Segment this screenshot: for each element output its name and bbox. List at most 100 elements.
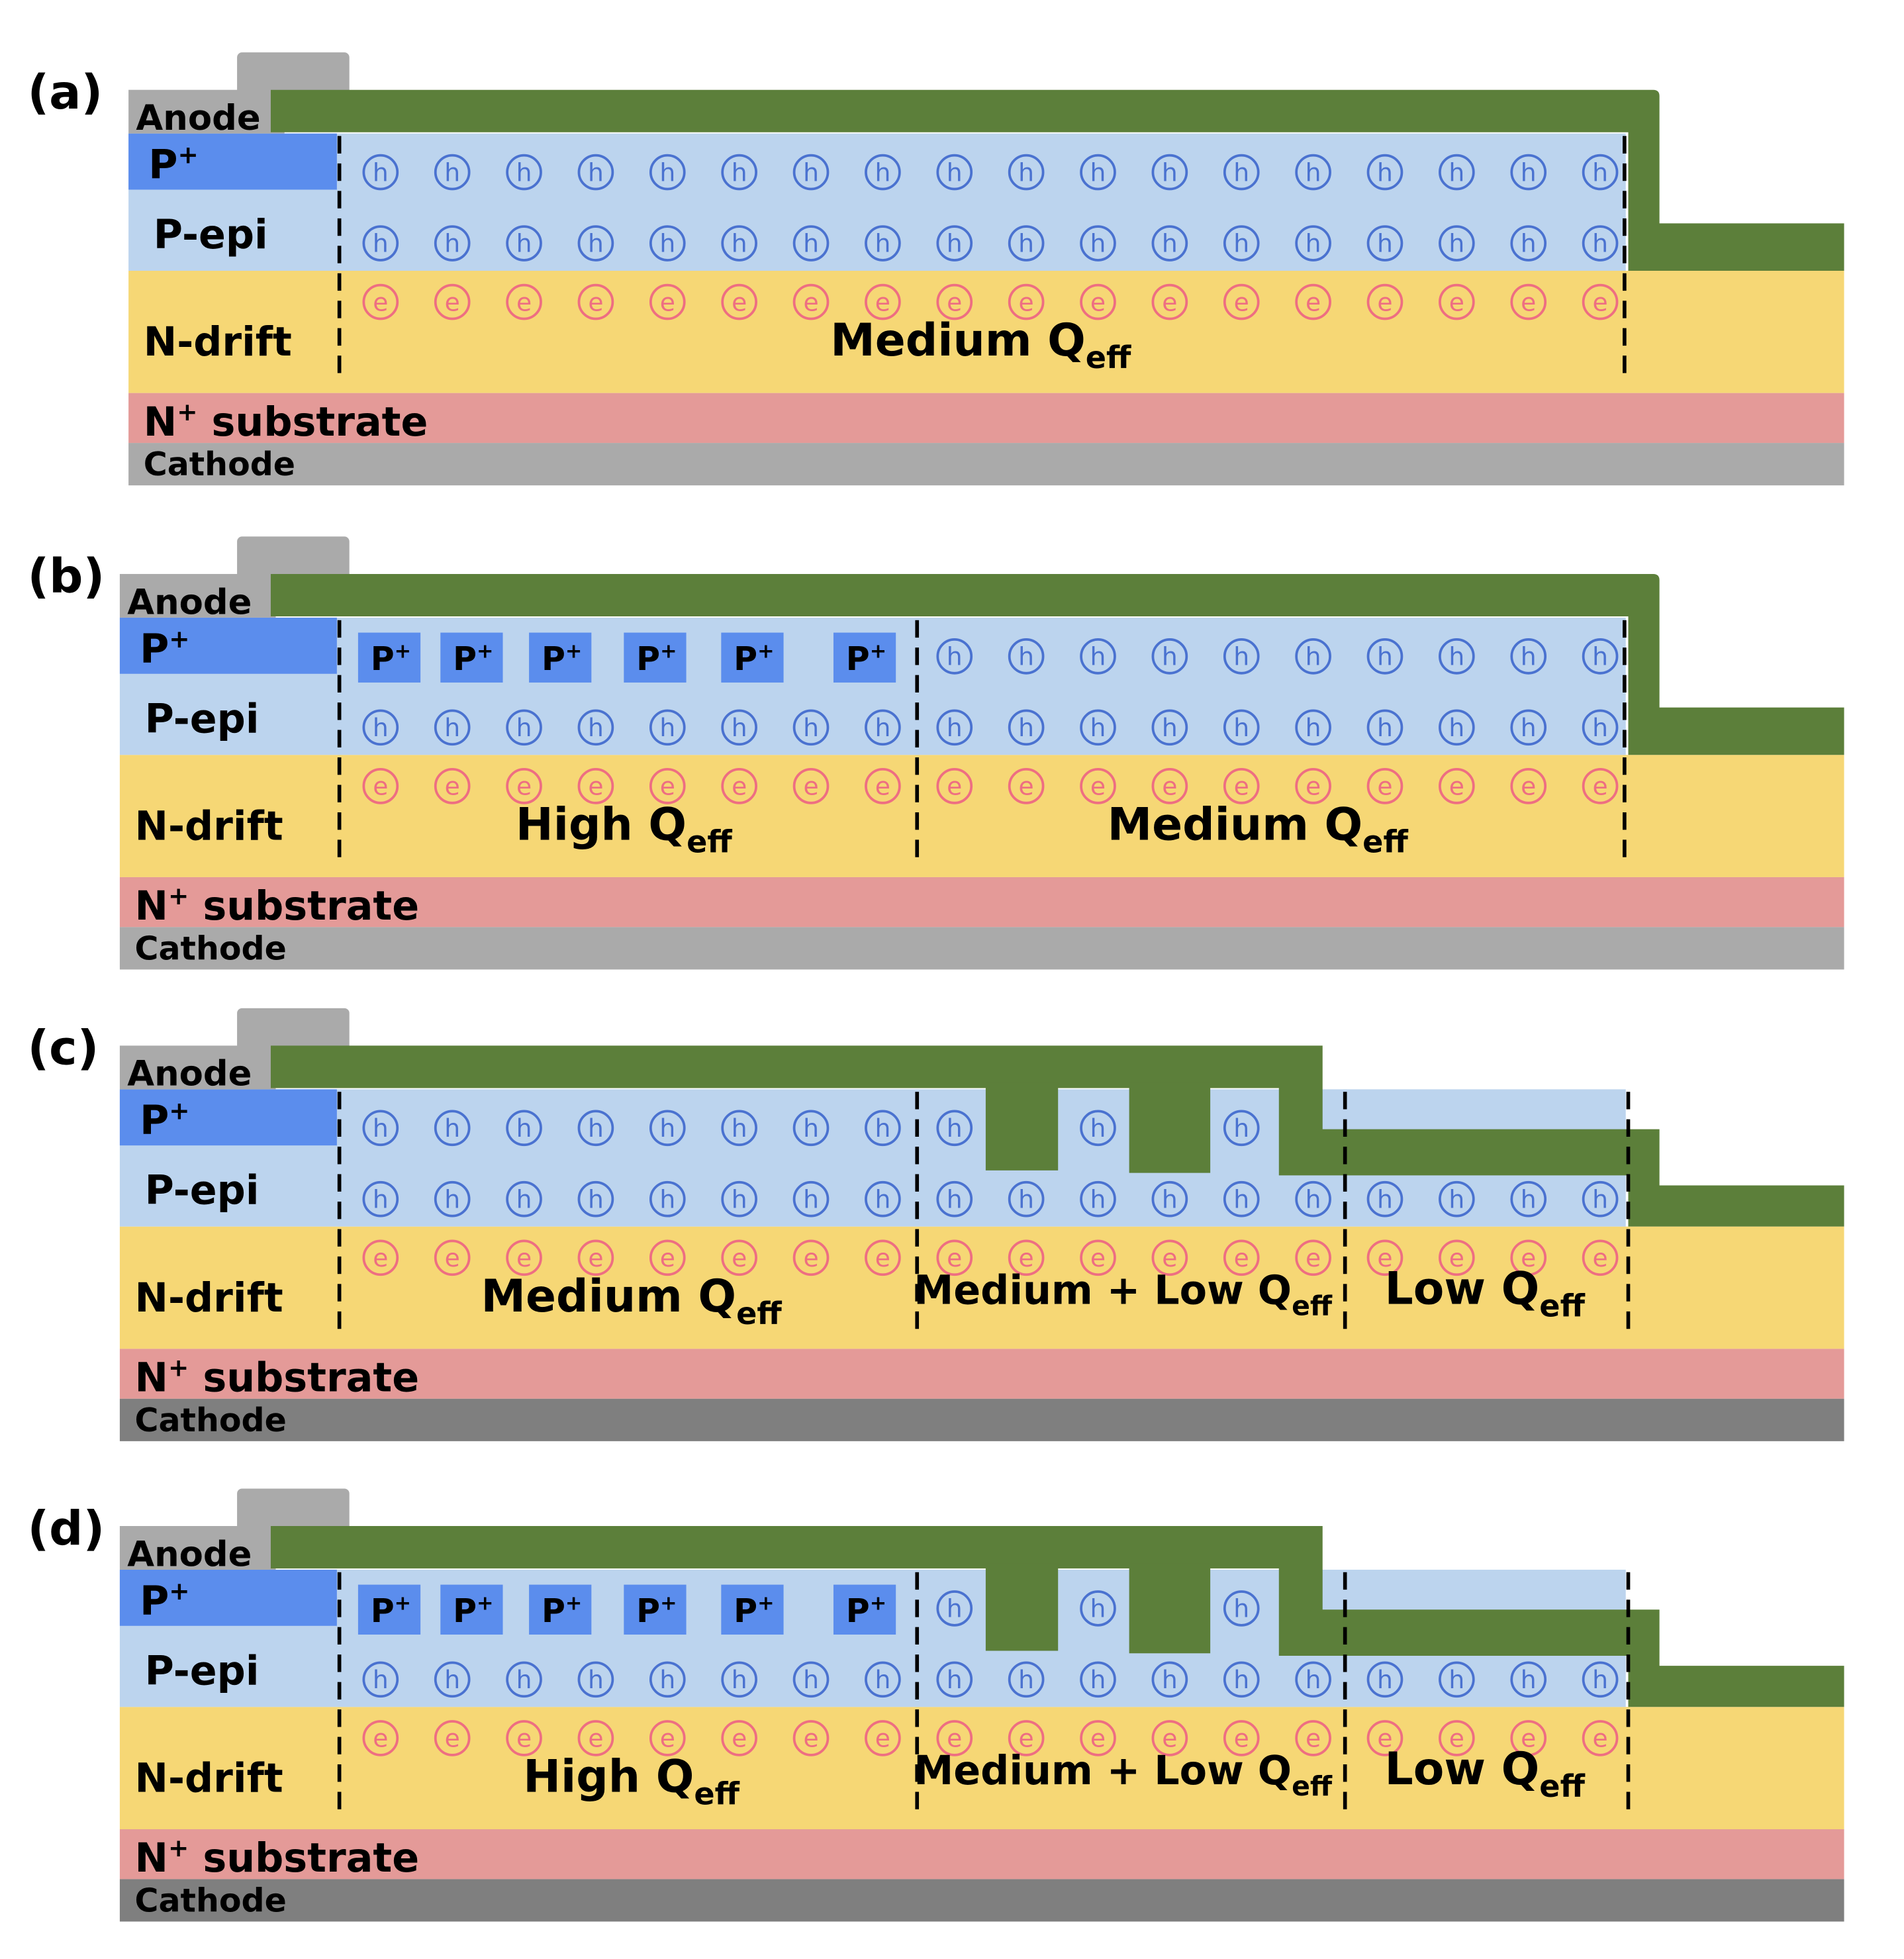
hole-icon: h bbox=[1510, 709, 1547, 746]
electron-icon: e bbox=[506, 1720, 542, 1756]
ring-label-sup: + bbox=[870, 1592, 886, 1615]
electron-icon: e bbox=[1439, 768, 1475, 804]
hole-ring bbox=[792, 225, 830, 262]
electron-icon: e bbox=[1295, 768, 1331, 804]
electron-icon: e bbox=[1295, 1720, 1331, 1756]
floating-p-plus-ring bbox=[440, 1584, 503, 1635]
hole-icon: h bbox=[936, 1180, 973, 1218]
hole-symbol: h bbox=[947, 1665, 963, 1694]
electron-symbol: e bbox=[1449, 287, 1464, 316]
electron-icon: e bbox=[1439, 1720, 1475, 1756]
electron-symbol: e bbox=[1377, 287, 1392, 316]
hole-ring bbox=[721, 1110, 757, 1147]
electron-symbol: e bbox=[1306, 772, 1321, 801]
hole-icon: h bbox=[649, 709, 686, 746]
hole-ring bbox=[1366, 638, 1404, 675]
ring-label-base: P bbox=[542, 1592, 565, 1630]
ring-label-base: P bbox=[453, 1592, 477, 1630]
electron-icon: e bbox=[1080, 283, 1116, 320]
hole-icon: h bbox=[1439, 1180, 1475, 1218]
ring-label-sup: + bbox=[660, 640, 677, 663]
electron-symbol: e bbox=[1521, 1243, 1536, 1272]
n-drift-label: N-drift bbox=[135, 1755, 283, 1801]
electron-ring bbox=[649, 1720, 686, 1756]
electron-ring bbox=[1223, 768, 1260, 804]
electron-symbol: e bbox=[1162, 772, 1177, 801]
hole-ring bbox=[1151, 154, 1188, 191]
hole-icon: h bbox=[1582, 709, 1619, 746]
hole-ring bbox=[865, 1661, 901, 1698]
hole-icon: h bbox=[1223, 1180, 1260, 1218]
hole-ring bbox=[506, 1110, 542, 1147]
electron-icon: e bbox=[434, 768, 471, 804]
hole-ring bbox=[649, 225, 686, 262]
electron-icon: e bbox=[506, 768, 542, 804]
hole-icon: h bbox=[649, 1110, 686, 1147]
n-substrate-layer bbox=[119, 877, 1844, 928]
hole-icon: h bbox=[434, 225, 471, 262]
hole-symbol: h bbox=[444, 1665, 460, 1694]
electron-ring bbox=[1510, 283, 1547, 320]
n-substrate-label-base: N bbox=[135, 883, 168, 930]
hole-ring bbox=[721, 225, 757, 262]
ring-label-base: P bbox=[636, 1592, 660, 1630]
hole-icon: h bbox=[1080, 1110, 1116, 1147]
electron-icon: e bbox=[1366, 768, 1404, 804]
electron-icon: e bbox=[1582, 768, 1619, 804]
hole-ring bbox=[577, 709, 614, 746]
hole-icon: h bbox=[1008, 154, 1045, 191]
hole-ring bbox=[1008, 1661, 1045, 1698]
p-epi-label: P-epi bbox=[145, 696, 260, 742]
hole-icon: h bbox=[1080, 225, 1116, 262]
electron-icon: e bbox=[1080, 768, 1116, 804]
qeff-label: Low Qeff bbox=[1385, 1263, 1586, 1324]
hole-symbol: h bbox=[875, 1184, 890, 1214]
hole-symbol: h bbox=[659, 1184, 675, 1214]
hole-ring bbox=[1582, 709, 1619, 746]
hole-ring bbox=[1510, 638, 1547, 675]
ring-label: P+ bbox=[542, 1592, 582, 1631]
hole-ring bbox=[936, 1180, 973, 1218]
floating-p-plus-ring bbox=[833, 1584, 896, 1635]
ring-label-base: P bbox=[734, 1592, 757, 1630]
electron-icon: e bbox=[936, 1239, 973, 1276]
electron-ring bbox=[434, 1239, 471, 1276]
hole-symbol: h bbox=[373, 229, 389, 258]
hole-symbol: h bbox=[732, 1114, 747, 1143]
hole-icon: h bbox=[506, 709, 542, 746]
n-drift-label: N-drift bbox=[135, 803, 283, 849]
ring-label-base: P bbox=[734, 640, 757, 678]
hole-symbol: h bbox=[1377, 229, 1393, 258]
p-plus-label: P+ bbox=[140, 1576, 190, 1625]
electron-ring bbox=[1080, 283, 1116, 320]
hole-symbol: h bbox=[588, 229, 604, 258]
electron-icon: e bbox=[577, 1239, 614, 1276]
hole-symbol: h bbox=[1090, 1114, 1106, 1143]
ring-label: P+ bbox=[734, 1592, 774, 1631]
qeff-label: Medium Qeff bbox=[481, 1270, 783, 1331]
hole-ring bbox=[1366, 154, 1404, 191]
hole-icon: h bbox=[1080, 1590, 1116, 1627]
hole-icon: h bbox=[1151, 225, 1188, 262]
hole-symbol: h bbox=[1090, 1665, 1106, 1694]
floating-p-plus-ring bbox=[624, 1584, 687, 1635]
hole-symbol: h bbox=[588, 158, 604, 187]
hole-symbol: h bbox=[373, 713, 389, 742]
hole-icon: h bbox=[721, 225, 757, 262]
electron-icon: e bbox=[936, 283, 973, 320]
hole-ring bbox=[362, 1661, 399, 1698]
electron-ring bbox=[936, 1720, 973, 1756]
hole-icon: h bbox=[1295, 1661, 1331, 1698]
hole-icon: h bbox=[506, 225, 542, 262]
electron-symbol: e bbox=[1019, 772, 1034, 801]
electron-ring bbox=[1008, 283, 1045, 320]
hole-ring bbox=[1295, 154, 1331, 191]
ring-label-sup: + bbox=[757, 640, 774, 663]
hole-symbol: h bbox=[1377, 713, 1393, 742]
qeff-label-subscript: eff bbox=[1539, 1768, 1585, 1804]
n-drift-label: N-drift bbox=[144, 319, 292, 365]
hole-symbol: h bbox=[947, 713, 963, 742]
electron-ring bbox=[1439, 1720, 1475, 1756]
qeff-label-subscript: eff bbox=[1539, 1288, 1585, 1324]
hole-symbol: h bbox=[373, 1184, 389, 1214]
